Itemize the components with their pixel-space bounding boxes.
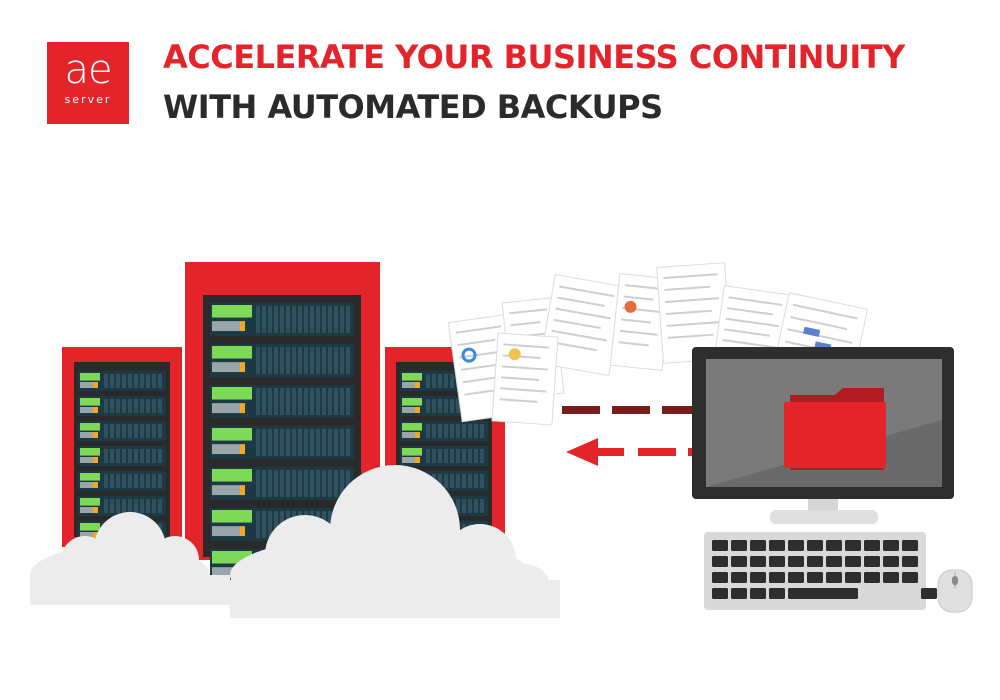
key xyxy=(845,572,861,583)
server-unit xyxy=(78,496,166,516)
key xyxy=(712,588,728,599)
key xyxy=(769,588,785,599)
key xyxy=(883,572,899,583)
server-unit xyxy=(78,371,166,391)
server-unit xyxy=(210,344,354,377)
server-unit xyxy=(210,303,354,336)
headline-line-2: WITH AUTOMATED BACKUPS xyxy=(163,88,663,126)
key xyxy=(731,540,747,551)
key xyxy=(769,540,785,551)
key xyxy=(750,556,766,567)
key xyxy=(883,540,899,551)
key xyxy=(750,588,766,599)
document-icon xyxy=(539,274,625,376)
key xyxy=(883,556,899,567)
key xyxy=(807,540,823,551)
key xyxy=(788,540,804,551)
headline-line-1: ACCELERATE YOUR BUSINESS CONTINUITY xyxy=(163,38,905,76)
key xyxy=(731,556,747,567)
key xyxy=(788,572,804,583)
server-unit xyxy=(210,467,354,500)
key xyxy=(731,572,747,583)
key xyxy=(712,540,728,551)
keyboard-keys xyxy=(712,540,937,599)
key xyxy=(864,572,880,583)
server-unit xyxy=(78,421,166,441)
folder-icon xyxy=(784,388,886,470)
document-icon xyxy=(609,272,673,372)
cloud-right-icon xyxy=(230,465,560,618)
server-unit xyxy=(78,471,166,491)
key xyxy=(902,572,918,583)
mouse-icon xyxy=(937,569,973,613)
key xyxy=(750,572,766,583)
key xyxy=(864,540,880,551)
key xyxy=(788,588,858,599)
key xyxy=(769,572,785,583)
cloud-left-icon xyxy=(30,512,230,605)
aeserver-logo: ae server xyxy=(47,42,129,124)
server-unit xyxy=(78,446,166,466)
key xyxy=(864,556,880,567)
key xyxy=(845,556,861,567)
server-unit xyxy=(400,446,488,466)
server-unit xyxy=(210,385,354,418)
key xyxy=(731,588,747,599)
key xyxy=(807,572,823,583)
key xyxy=(845,540,861,551)
logo-main-text: ae xyxy=(64,47,112,93)
key xyxy=(902,540,918,551)
key xyxy=(769,556,785,567)
server-unit xyxy=(400,421,488,441)
logo-sub-text: server xyxy=(64,93,112,106)
key xyxy=(750,540,766,551)
key xyxy=(788,556,804,567)
server-unit xyxy=(210,426,354,459)
key xyxy=(712,572,728,583)
key xyxy=(712,556,728,567)
key xyxy=(826,556,842,567)
key xyxy=(902,556,918,567)
document-icon xyxy=(491,332,559,426)
key xyxy=(807,556,823,567)
key xyxy=(826,572,842,583)
key xyxy=(921,588,937,599)
key xyxy=(826,540,842,551)
server-unit xyxy=(78,396,166,416)
